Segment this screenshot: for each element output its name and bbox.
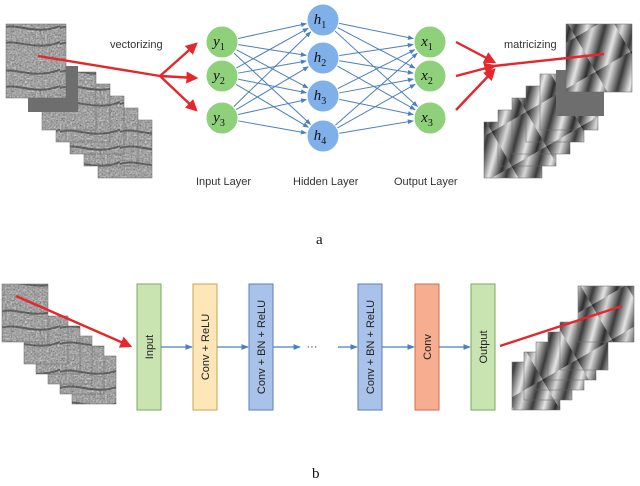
edge-hidden3-output3 [338, 98, 414, 116]
edge-hidden4-output3 [338, 119, 414, 134]
output-node-3: x3 [413, 101, 447, 135]
panel-b: Input Conv + ReLU Conv + BN + ReLU Conv … [1, 283, 635, 482]
edge-input3-hidden3 [237, 98, 307, 116]
output-node-2: x2 [413, 59, 447, 93]
edge-hidden4-output1 [334, 52, 418, 126]
output-node-3-label: x3 [420, 110, 433, 129]
edge-hidden1-output2 [336, 26, 416, 69]
edge-hidden2-output1 [338, 42, 414, 57]
edge-input3-hidden2 [235, 66, 309, 111]
hidden-node-3-label: h3 [314, 88, 327, 107]
hidden-node-1: h1 [306, 3, 340, 37]
hidden-node-2-label: h2 [314, 50, 327, 69]
caption-b: b [312, 466, 320, 482]
output-layer-label: Output Layer [394, 176, 458, 188]
edge-hidden4-output2 [336, 83, 416, 129]
hidden-node-4-label: h4 [314, 128, 327, 147]
block-output: Output [470, 283, 496, 411]
input-node-3: y3 [205, 101, 239, 135]
hidden-layer-label: Hidden Layer [293, 176, 359, 188]
output-node-2-label: x2 [420, 68, 433, 87]
edge-input2-hidden4 [235, 83, 309, 128]
block-input: Input [136, 283, 162, 411]
edge-input2-hidden1 [235, 27, 309, 69]
block-conv-label: Conv [422, 334, 434, 360]
noisy-patch-stack-left-b [1, 283, 117, 405]
panel-a: vectorizing matricizing y1 y2 y3 h1 h2 h3 h4 x1… [5, 3, 633, 248]
denoised-patch-stack-right [483, 23, 633, 179]
block-conv-bn-relu-2-label: Conv + BN + ReLU [365, 300, 377, 394]
denoised-patch-stack-right-b [511, 285, 635, 411]
edge-hidden2-output3 [336, 65, 416, 111]
block-input-label: Input [144, 335, 156, 359]
block-conv-relu-label: Conv + ReLU [200, 314, 212, 380]
edge-input3-hidden1 [233, 31, 312, 108]
output-node-1-label: x1 [420, 34, 433, 53]
output-arrow [499, 304, 623, 348]
edge-input3-hidden4 [237, 120, 307, 135]
caption-a: a [316, 232, 323, 248]
edge-hidden3-output2 [338, 77, 414, 94]
edge-hidden3-output1 [337, 49, 416, 90]
input-node-2-label: y2 [211, 68, 225, 87]
block-conv-bn-relu-1: Conv + BN + ReLU [248, 283, 274, 411]
block-conv-relu: Conv + ReLU [192, 283, 218, 411]
input-node-3-label: y3 [211, 110, 225, 129]
vectorizing-label: vectorizing [110, 39, 163, 51]
hidden-node-4: h4 [306, 119, 340, 153]
noisy-patch-stack-left [5, 23, 153, 179]
input-node-1: y1 [205, 25, 239, 59]
block-output-label: Output [478, 330, 490, 363]
edge-hidden1-output1 [338, 22, 414, 40]
block-conv: Conv [414, 283, 440, 411]
input-layer-label: Input Layer [196, 176, 251, 188]
hidden-node-2: h2 [306, 41, 340, 75]
block-conv-bn-relu-1-label: Conv + BN + ReLU [256, 300, 268, 394]
edge-input1-hidden1 [237, 22, 307, 40]
edge-input2-hidden3 [237, 78, 307, 95]
edge-hidden2-output2 [338, 60, 414, 75]
ellipsis: ··· [307, 341, 318, 353]
input-node-2: y2 [205, 59, 239, 93]
hidden-node-3: h3 [306, 79, 340, 113]
input-node-1-label: y1 [211, 34, 225, 53]
output-node-1: x1 [413, 25, 447, 59]
hidden-node-1-label: h1 [314, 12, 327, 31]
block-conv-bn-relu-2: Conv + BN + ReLU [357, 283, 383, 411]
matricizing-arrows [455, 40, 605, 111]
network-nodes: y1 y2 y3 h1 h2 h3 h4 x1 x2 x3 [205, 3, 447, 153]
network-edges [233, 22, 418, 135]
input-arrow [15, 294, 133, 348]
edge-input2-hidden2 [237, 59, 307, 74]
edge-input1-hidden2 [237, 44, 307, 57]
matricizing-label: matricizing [504, 39, 557, 51]
vectorizing-arrows [37, 42, 199, 112]
